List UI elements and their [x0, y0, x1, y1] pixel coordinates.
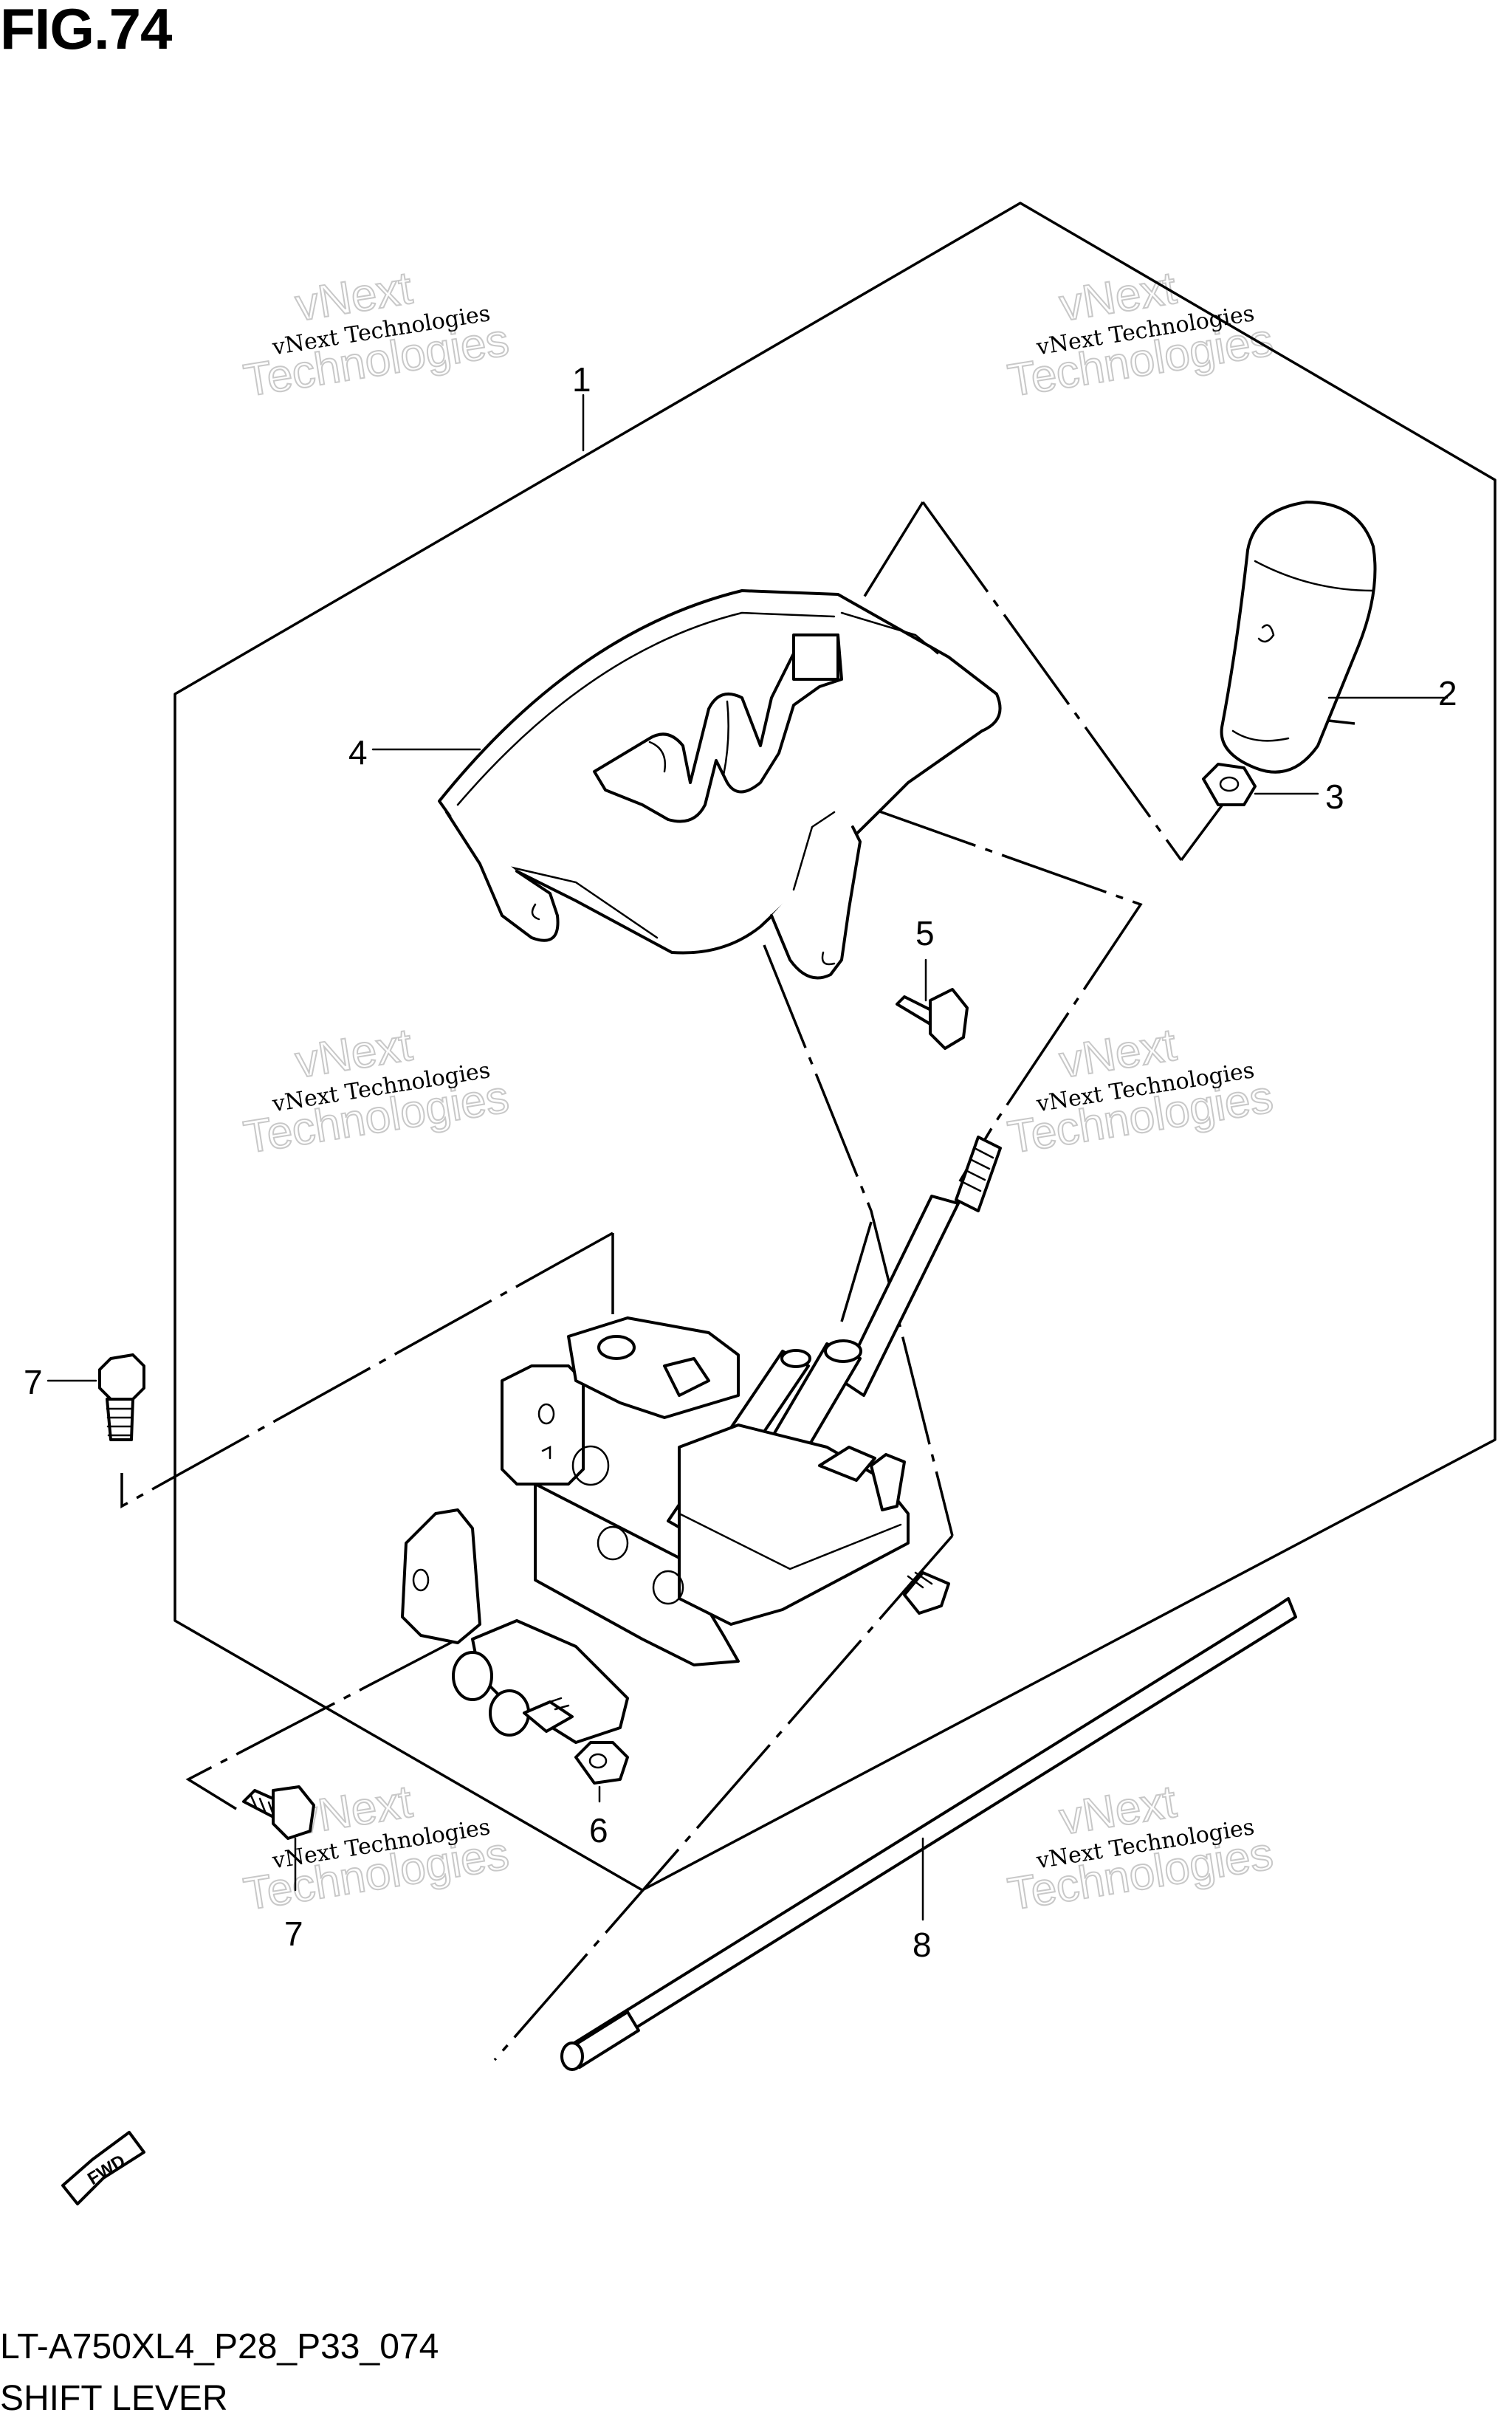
- figure-caption: SHIFT LEVER: [0, 2379, 228, 2418]
- callout-7-lower: 7: [284, 1915, 303, 1953]
- fwd-direction-badge: FWD: [61, 2131, 145, 2205]
- figure-title: FIG.74: [0, 0, 172, 61]
- bolt-part-7-lower: [242, 1785, 315, 1840]
- shift-knob-part-2: [1220, 501, 1377, 774]
- shift-rod-part-8: [560, 1597, 1297, 2071]
- watermark-group: vNext Technologies vNext Technologies vN…: [240, 262, 1277, 1921]
- callout-4: 4: [348, 733, 368, 772]
- callout-7-upper: 7: [24, 1363, 43, 1401]
- callout-8: 8: [913, 1926, 932, 1964]
- callout-5: 5: [915, 914, 935, 952]
- callout-1: 1: [572, 360, 591, 399]
- callout-labels: 1 2 3 4 5 6 7 7 8: [24, 360, 1457, 1964]
- bolt-part-7-upper: [98, 1353, 145, 1441]
- nut-part-6: [574, 1741, 629, 1785]
- callout-6: 6: [589, 1811, 608, 1850]
- callout-3: 3: [1325, 777, 1344, 816]
- model-code: LT-A750XL4_P28_P33_074: [0, 2327, 439, 2366]
- assembly-boundary: [173, 202, 1496, 1892]
- bolt-part-5: [896, 988, 969, 1050]
- shift-base-bracket: [401, 1316, 950, 1744]
- knob-nut-part-3: [1202, 763, 1257, 806]
- callout-leaders: [47, 394, 1449, 1921]
- shift-cover-part-4: [438, 589, 1002, 980]
- callout-2: 2: [1438, 674, 1457, 712]
